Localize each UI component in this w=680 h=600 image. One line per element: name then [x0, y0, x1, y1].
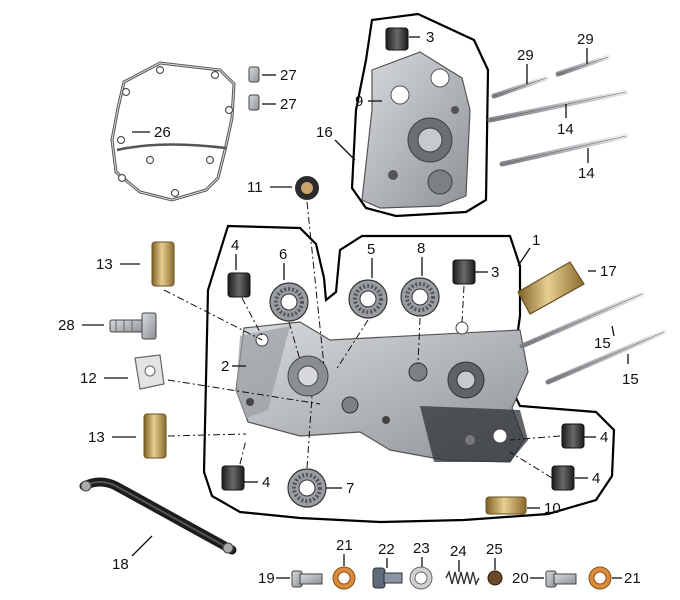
stud-rod-15b	[545, 329, 667, 385]
callout-27b: 27	[280, 96, 297, 113]
drain-bolt-20	[545, 570, 577, 588]
breather-hose-18	[79, 477, 237, 555]
callout-3b: 3	[491, 264, 499, 281]
bearing-8	[400, 277, 440, 317]
callout-20: 20	[512, 570, 529, 587]
callout-21b: 21	[624, 570, 641, 587]
stud-rod-14a	[487, 89, 629, 123]
callout-1: 1	[532, 232, 540, 249]
stud-rod-14b	[499, 133, 629, 167]
sleeve-13-top	[151, 241, 175, 287]
callout-6: 6	[279, 246, 287, 263]
sleeve-13-bottom	[143, 413, 167, 459]
callout-labels: 3 27 27 29 29 9 26 16 14 14 11 1 4 6 5 8…	[58, 29, 641, 587]
callout-29b: 29	[577, 31, 594, 48]
dowel-pin-27a	[248, 66, 260, 83]
ball-25	[487, 570, 503, 586]
callout-3a: 3	[426, 29, 434, 46]
washer-21-right	[588, 566, 612, 590]
bearing-6	[269, 282, 309, 322]
callout-22: 22	[378, 541, 395, 558]
bushing-4-bottom	[221, 465, 245, 491]
gasket-26	[110, 61, 236, 202]
callout-27a: 27	[280, 67, 297, 84]
group-outline-1	[202, 224, 616, 524]
callout-5: 5	[367, 241, 375, 258]
callout-13b: 13	[88, 429, 105, 446]
dowel-pin-27b	[248, 94, 260, 111]
bolt-29b	[555, 54, 611, 77]
callout-10: 10	[544, 500, 561, 517]
cover-plate-16	[361, 51, 471, 209]
plug-22	[372, 567, 403, 589]
callout-16: 16	[316, 124, 333, 141]
callout-8: 8	[417, 240, 425, 257]
bushing-4-right-b	[551, 465, 575, 491]
callout-29a: 29	[517, 47, 534, 64]
callout-4d: 4	[262, 474, 270, 491]
callout-4b: 4	[600, 429, 608, 446]
callout-15b: 15	[622, 371, 639, 388]
callout-11: 11	[247, 179, 263, 196]
oil-seal-11	[295, 176, 319, 200]
alignment-lines	[163, 201, 561, 479]
callout-4c: 4	[592, 470, 600, 487]
callout-15a: 15	[594, 335, 611, 352]
callout-7: 7	[346, 480, 354, 497]
callout-21a: 21	[336, 537, 353, 554]
sleeve-17	[517, 261, 585, 315]
washer-23	[409, 566, 433, 590]
group-outline-16	[350, 12, 490, 218]
washer-21-left	[332, 566, 356, 590]
callout-24: 24	[450, 543, 467, 560]
callout-26: 26	[154, 124, 171, 141]
drain-bolt-19	[291, 570, 323, 588]
callout-18: 18	[112, 556, 129, 573]
bushing-4-right-a	[561, 423, 585, 449]
callout-19: 19	[258, 570, 275, 587]
callout-14b: 14	[578, 165, 595, 182]
callout-12: 12	[80, 370, 97, 387]
bushing-4-top	[227, 272, 251, 298]
callout-23: 23	[413, 540, 430, 557]
callout-14a: 14	[557, 121, 574, 138]
bearing-5	[348, 279, 388, 319]
callout-17: 17	[600, 263, 617, 280]
bolt-28	[109, 312, 157, 340]
callout-13a: 13	[96, 256, 113, 273]
leader-lines	[82, 36, 629, 579]
bearing-7	[287, 468, 327, 508]
spring-24	[445, 569, 480, 587]
callout-9: 9	[355, 93, 363, 110]
callout-2: 2	[221, 358, 229, 375]
sleeve-10	[485, 496, 527, 515]
bushing-3-mid	[452, 259, 476, 285]
callout-4a: 4	[231, 237, 239, 254]
stud-rod-15a	[519, 291, 645, 349]
crankcase-body	[235, 321, 529, 463]
callout-28: 28	[58, 317, 75, 334]
callout-25: 25	[486, 541, 503, 558]
bushing-3-top	[385, 27, 409, 51]
bracket-12	[134, 354, 165, 390]
bolt-29a	[491, 75, 549, 99]
